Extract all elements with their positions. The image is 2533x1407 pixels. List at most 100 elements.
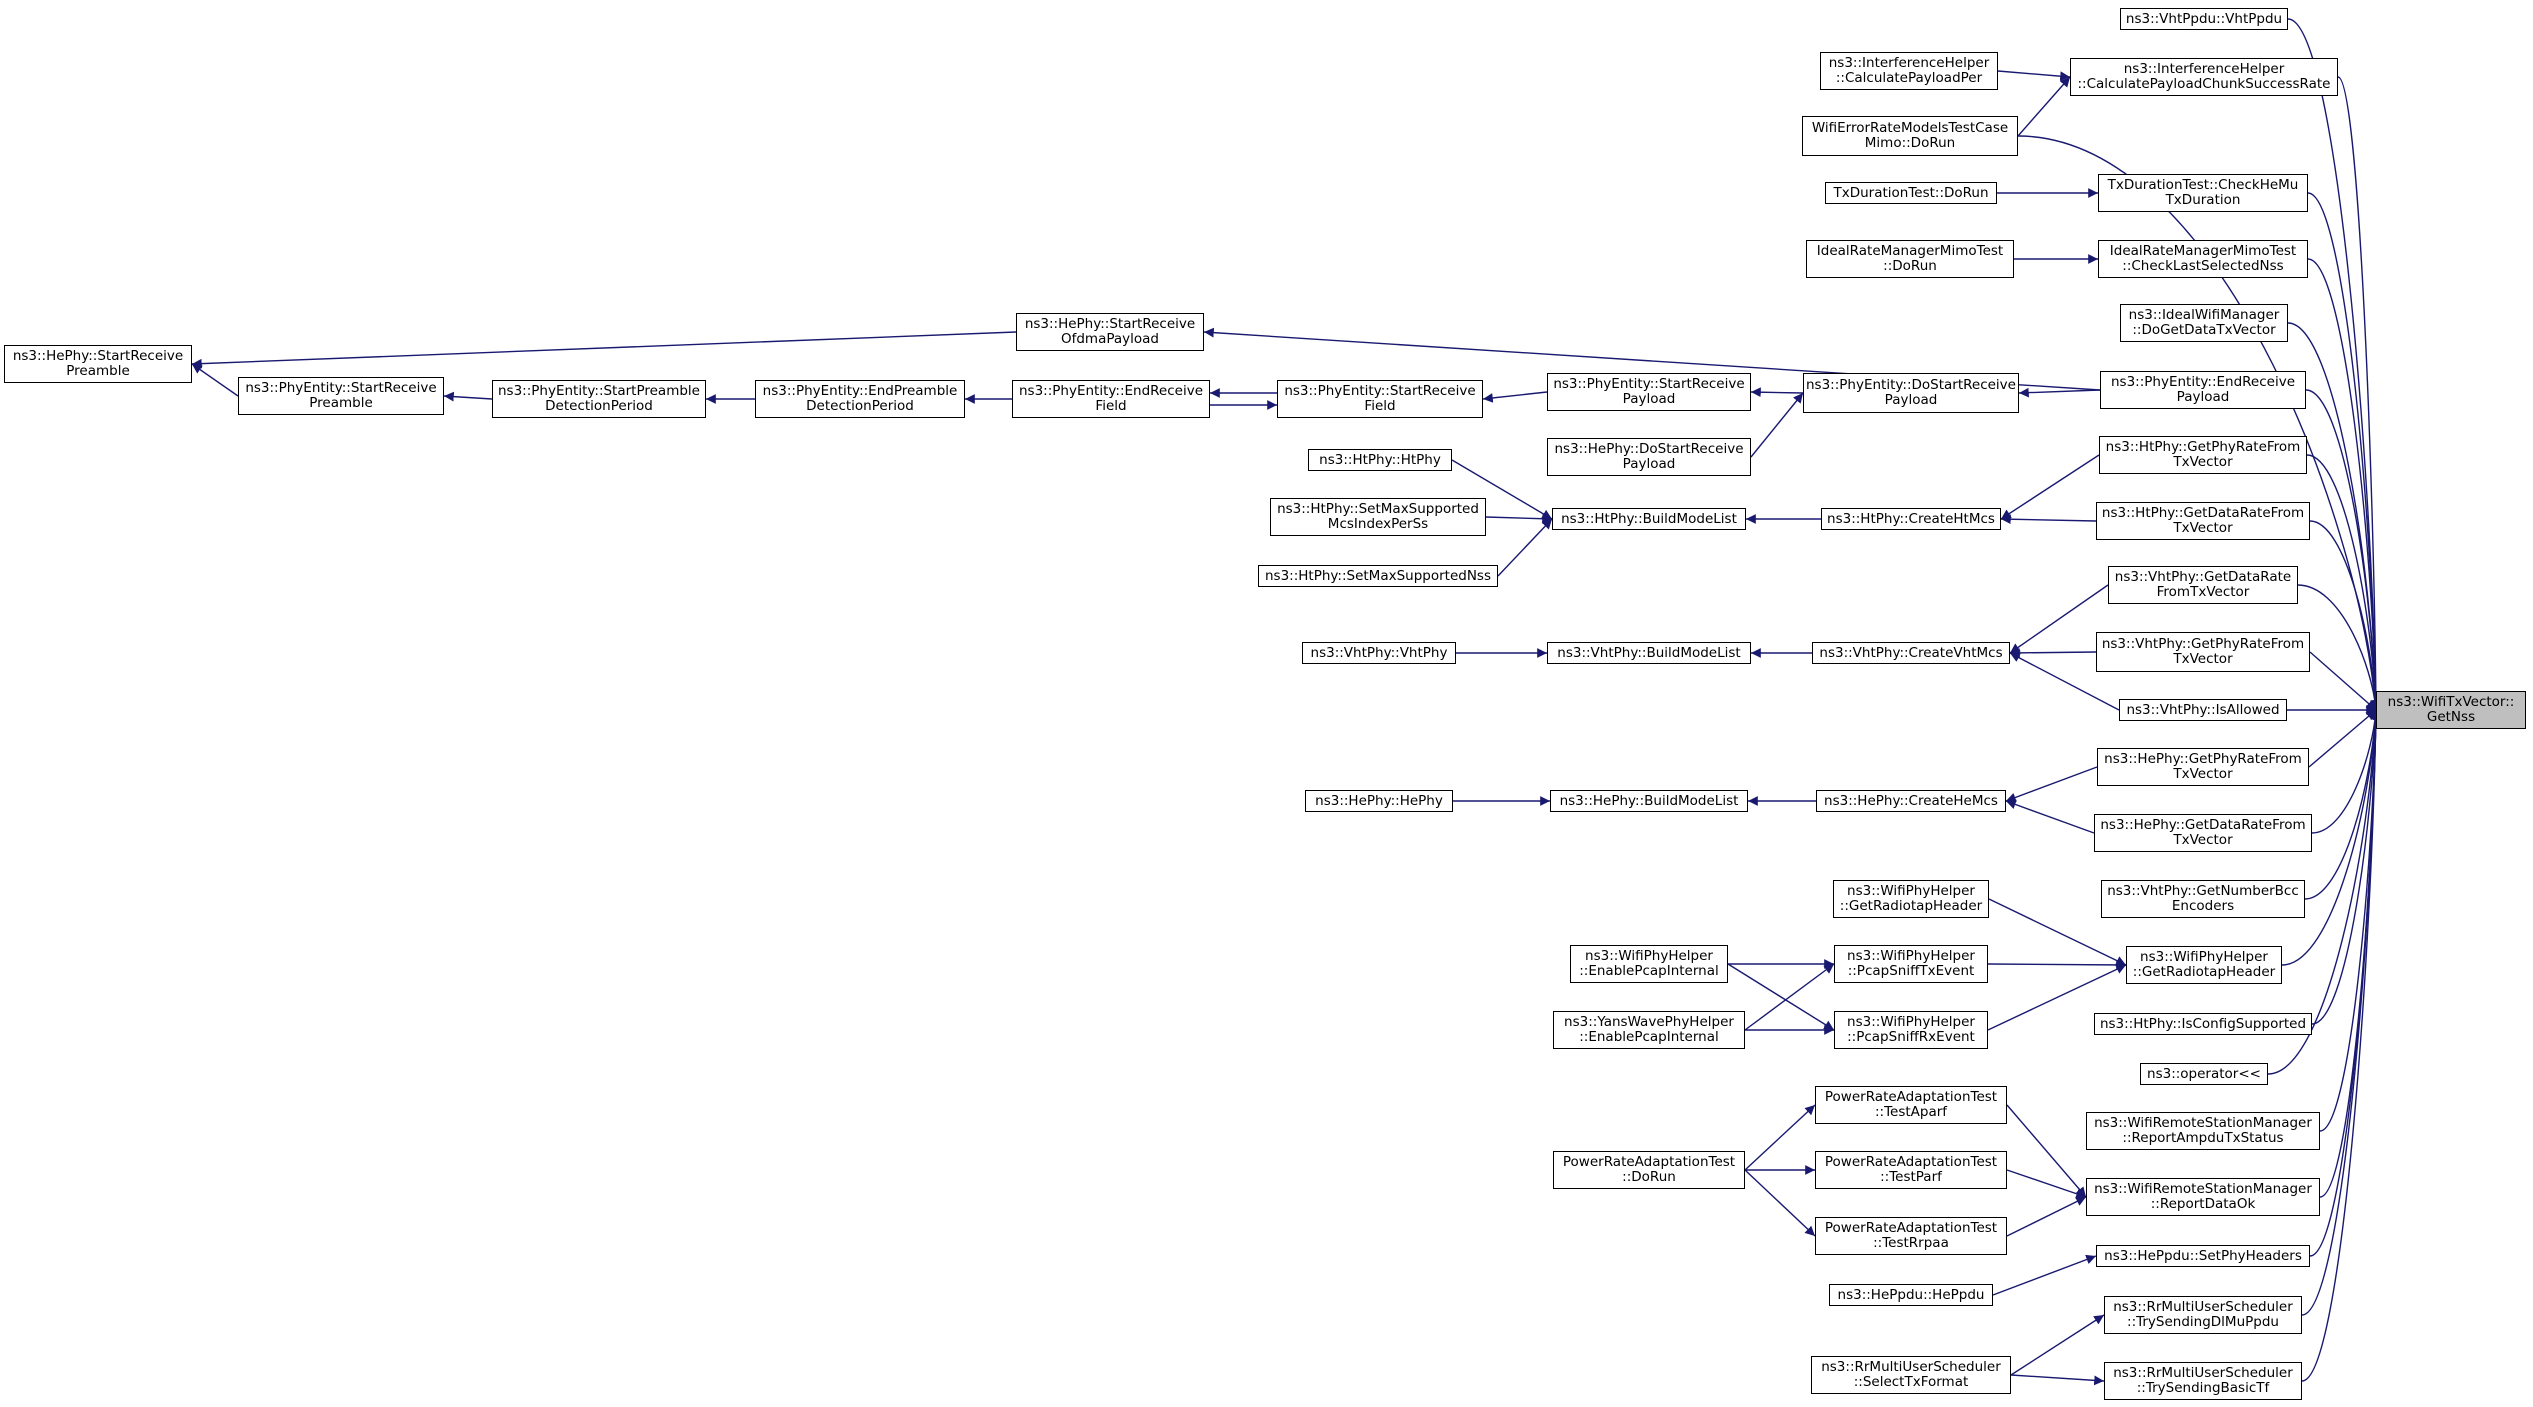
node-vhtphy-vhtphy[interactable]: ns3::VhtPhy::VhtPhy [1302,642,1456,664]
node-interferencehelper-calculatepayloadchunksuccessrate[interactable]: ns3::InterferenceHelper::CalculatePayloa… [2070,58,2338,96]
call-edge-htphy_ctor-to-htphy_bml [1451,459,1553,520]
node-heppdu-setphyheaders[interactable]: ns3::HePpdu::SetPhyHeaders [2096,1245,2310,1267]
call-edge-ih_chunk-to-target [2337,76,2381,711]
node-poweradaptationtest-testparf[interactable]: PowerRateAdaptationTest::TestParf [1815,1151,2007,1189]
node-label-line: ns3::HePhy::GetPhyRateFrom [2104,751,2302,767]
node-vhtphy-createvhtmcs[interactable]: ns3::VhtPhy::CreateVhtMcs [1812,642,2010,664]
call-edge-vhtphy_gnbe-to-target [2304,709,2381,900]
node-label-line: ns3::HePpdu::SetPhyHeaders [2104,1247,2302,1264]
node-htphy-isconfigsupported[interactable]: ns3::HtPhy::IsConfigSupported [2094,1013,2312,1035]
node-vhtppdu-vhtppdu[interactable]: ns3::VhtPpdu::VhtPpdu [2120,8,2288,30]
call-edge-wph_pstx-to-wph_grh_right [1987,960,2127,970]
node-label-line: ::CheckLastSelectedNss [2122,258,2284,274]
node-label-line: ns3::PhyEntity::StartReceive [1284,383,1476,399]
call-edge-wph_grh_right-to-target [2281,709,2381,966]
node-label-line: ns3::WifiPhyHelper [1585,948,1713,964]
node-label-line: TxDuration [2165,192,2241,208]
node-poweradaptationtest-testaparf[interactable]: PowerRateAdaptationTest::TestAparf [1815,1086,2007,1124]
node-rrmultiuserscheduler-trysendingdlmuppdu[interactable]: ns3::RrMultiUserScheduler::TrySendingDlM… [2104,1296,2302,1334]
node-hephy-buildmodelist[interactable]: ns3::HePhy::BuildModeList [1550,790,1748,812]
node-htphy-createhtmcs[interactable]: ns3::HtPhy::CreateHtMcs [1821,508,2001,530]
node-label-line: ::PcapSniffRxEvent [1847,1029,1975,1045]
node-label-line: ns3::HePhy::HePhy [1315,792,1443,809]
node-label-line: ns3::HePhy::CreateHeMcs [1824,792,1998,809]
node-label-line: Preamble [66,363,130,379]
node-htphy-setmaxsupportednss[interactable]: ns3::HtPhy::SetMaxSupportedNss [1258,565,1498,587]
node-poweradaptationtest-dorun[interactable]: PowerRateAdaptationTest::DoRun [1553,1151,1745,1189]
node-rrmultiuserscheduler-selecttxformat[interactable]: ns3::RrMultiUserScheduler::SelectTxForma… [1811,1356,2011,1394]
node-wifiremotestationmanager-reportampdutxstatus[interactable]: ns3::WifiRemoteStationManager::ReportAmp… [2086,1112,2320,1150]
node-yanswavephyhelper-enablepcapinternal[interactable]: ns3::YansWavePhyHelper::EnablePcapIntern… [1553,1011,1745,1049]
node-label-line: ns3::InterferenceHelper [2123,61,2285,77]
node-idealwifimanager-dogetdatatxvector[interactable]: ns3::IdealWifiManager::DoGetDataTxVector [2120,304,2288,342]
node-heppdu-heppdu[interactable]: ns3::HePpdu::HePpdu [1829,1284,1993,1306]
node-label-line: ns3::VhtPhy::CreateVhtMcs [1819,644,2003,661]
node-hephy-hephy[interactable]: ns3::HePhy::HePhy [1305,790,1453,812]
node-label-line: PowerRateAdaptationTest [1824,1089,1998,1105]
node-label-line: ns3::HePhy::StartReceive [1024,316,1196,332]
node-poweradaptationtest-testrrpaa[interactable]: PowerRateAdaptationTest::TestRrpaa [1815,1217,2007,1255]
node-wifiphyhelper-getradiotapheader[interactable]: ns3::WifiPhyHelper::GetRadiotapHeader [2126,946,2282,984]
call-edge-yans_epi-to-wph_pstx [1744,963,1835,1031]
call-edge-pe_erp-to-target [2305,389,2381,711]
node-label-line: ::ReportAmpduTxStatus [2122,1130,2284,1146]
node-htphy-buildmodelist[interactable]: ns3::HtPhy::BuildModeList [1552,508,1746,530]
node-htphy-htphy[interactable]: ns3::HtPhy::HtPhy [1308,449,1452,471]
node-operator-stream[interactable]: ns3::operator<< [2140,1063,2268,1085]
node-label-line: ns3::HtPhy::BuildModeList [1561,510,1737,527]
node-label-line: TxVector [2173,766,2233,782]
node-label-line: ns3::HtPhy::SetMaxSupported [1277,501,1479,517]
node-label-line: TxVector [2173,520,2233,536]
node-wifiphyhelper-pcapsnifftxevent[interactable]: ns3::WifiPhyHelper::PcapSniffTxEvent [1834,945,1988,983]
node-idealratemanagermimotest-checklastselectednss[interactable]: IdealRateManagerMimoTest::CheckLastSelec… [2098,240,2308,278]
node-wifiremotestationmanager-reportdataok[interactable]: ns3::WifiRemoteStationManager::ReportDat… [2086,1178,2320,1216]
node-label-line: PowerRateAdaptationTest [1562,1154,1736,1170]
node-wifiphyhelper-pcapsniffrxevent[interactable]: ns3::WifiPhyHelper::PcapSniffRxEvent [1834,1011,1988,1049]
call-edge-rr_stf-to-rr_tsbt [2010,1374,2105,1386]
node-label-line: ::SelectTxFormat [1853,1374,1969,1390]
node-vhtphy-buildmodelist[interactable]: ns3::VhtPhy::BuildModeList [1547,642,1751,664]
node-txdurationtest-dorun[interactable]: TxDurationTest::DoRun [1825,182,1997,204]
node-interferencehelper-calculatepayloadper[interactable]: ns3::InterferenceHelper::CalculatePayloa… [1820,52,1998,90]
node-hephy-createhemcs[interactable]: ns3::HePhy::CreateHeMcs [1816,790,2006,812]
call-edge-htphy_ics-to-target [2311,709,2381,1025]
node-wifiphyhelper-enablepcapinternal[interactable]: ns3::WifiPhyHelper::EnablePcapInternal [1570,945,1728,983]
node-label-line: ns3::PhyEntity::EndReceive [2111,374,2295,390]
node-label-line: TxDurationTest::CheckHeMu [2107,177,2299,193]
node-wifiphyhelper-getradiotapheader-caller[interactable]: ns3::WifiPhyHelper::GetRadiotapHeader [1833,880,1989,918]
node-label-line: ns3::PhyEntity::DoStartReceive [1806,377,2016,393]
call-edge-vhtphy_isa-to-vhtphy_cvm [2009,652,2120,711]
node-label-line: ::DoRun [1622,1169,1676,1185]
node-label-line: ::DoGetDataTxVector [2132,322,2276,338]
node-rrmultiuserscheduler-trysendingbasictf[interactable]: ns3::RrMultiUserScheduler::TrySendingBas… [2104,1362,2302,1400]
node-label-line: ::CalculatePayloadChunkSuccessRate [2077,76,2331,92]
node-label-line: ns3::InterferenceHelper [1828,55,1990,71]
node-idealratemanagermimotest-dorun[interactable]: IdealRateManagerMimoTest::DoRun [1806,240,2014,278]
call-edge-htphy_smsnss-to-htphy_bml [1497,518,1553,577]
node-label-line: ::TestParf [1880,1169,1942,1185]
node-vhtphy-isallowed[interactable]: ns3::VhtPhy::IsAllowed [2119,699,2287,721]
node-label-line: OfdmaPayload [1060,331,1160,347]
call-edge-pra_parf-to-wrsm_rdo [2006,1169,2087,1199]
